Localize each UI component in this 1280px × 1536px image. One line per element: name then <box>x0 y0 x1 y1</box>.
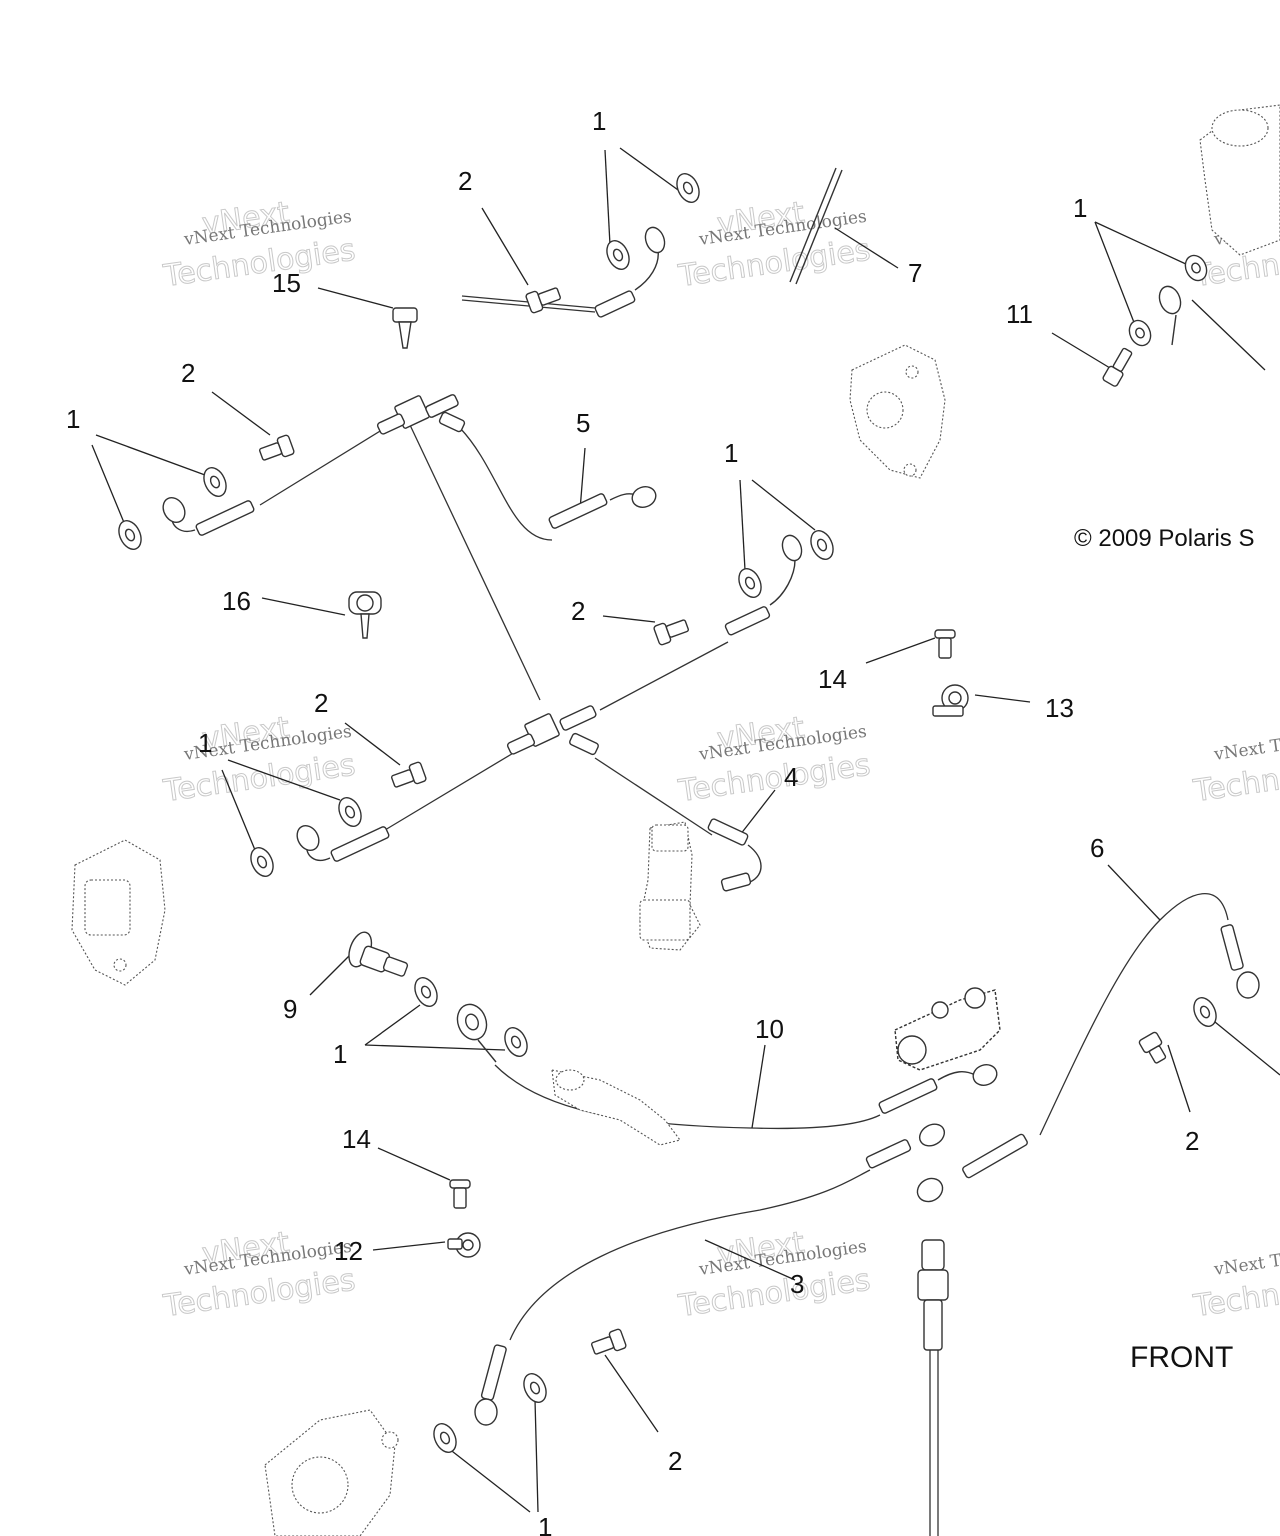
copyright-notice: © 2009 Polaris S <box>1074 525 1254 552</box>
washer[interactable] <box>115 517 146 553</box>
tee-fitting-upper[interactable] <box>376 394 466 435</box>
svg-text:vNext Technologies: vNext Technologies <box>1212 722 1280 765</box>
hose-fitting[interactable] <box>724 533 805 636</box>
watermark: vNext Technologies Technologies <box>1190 722 1280 810</box>
hose-fitting[interactable] <box>1156 283 1184 346</box>
watermarks: vNext vNext Technologies Technologies vN… <box>160 195 1280 1325</box>
callout-1: 1 <box>333 1039 347 1069</box>
svg-text:vNext Technologies: vNext Technologies <box>1212 1237 1280 1280</box>
callout-1: 1 <box>724 438 738 468</box>
push-rivet[interactable] <box>934 629 956 659</box>
watermark: vNext vNext Technologies Technologies <box>675 1225 873 1325</box>
hose-fitting[interactable] <box>548 483 658 529</box>
callout-4: 4 <box>784 762 798 792</box>
callout-15: 15 <box>272 268 301 298</box>
screw[interactable] <box>392 307 418 349</box>
banjo-bolt[interactable] <box>390 761 427 791</box>
banjo-bolt[interactable] <box>525 284 562 314</box>
brake-line-rod[interactable] <box>789 167 843 285</box>
hose-fitting[interactable] <box>913 1133 1028 1206</box>
callout-9: 9 <box>283 994 297 1024</box>
washer[interactable] <box>335 794 366 830</box>
banjo-bolt[interactable] <box>590 1328 627 1358</box>
callout-1: 1 <box>1073 193 1087 223</box>
washer[interactable] <box>501 1024 532 1060</box>
callout-7: 7 <box>908 258 922 288</box>
hose-fitting[interactable] <box>159 494 255 536</box>
callout-6: 6 <box>1090 833 1104 863</box>
master-cylinder-upper <box>1199 104 1280 256</box>
hose-fitting[interactable] <box>707 818 762 892</box>
callout-2: 2 <box>1185 1126 1199 1156</box>
callout-13: 13 <box>1045 693 1074 723</box>
callout-12: 12 <box>334 1236 363 1266</box>
banjo-bolt[interactable] <box>653 616 690 646</box>
hose-fitting[interactable] <box>865 1120 949 1169</box>
proportioning-valve <box>639 821 701 951</box>
tee-fitting-lower[interactable] <box>506 705 600 756</box>
washers <box>115 170 1221 1456</box>
hose-fitting[interactable] <box>453 1000 497 1063</box>
junction-block <box>894 987 1001 1071</box>
washer[interactable] <box>520 1370 551 1406</box>
callout-2: 2 <box>314 688 328 718</box>
banjo-bolt[interactable] <box>1102 346 1135 387</box>
callout-2: 2 <box>458 166 472 196</box>
callout-16: 16 <box>222 586 251 616</box>
washer[interactable] <box>1125 317 1154 349</box>
washer[interactable] <box>807 527 838 563</box>
bleeder-valve[interactable] <box>345 929 414 983</box>
brake-switch <box>917 1239 949 1351</box>
washer[interactable] <box>247 844 278 880</box>
watermark: vNext vNext Technologies Technologies <box>160 195 358 295</box>
brake-lines <box>259 295 1229 1536</box>
callout-labels: 1 2 15 7 2 1 5 1 16 2 14 13 2 1 4 6 9 1 … <box>66 106 1199 1536</box>
push-rivet[interactable] <box>449 1179 471 1209</box>
hose-fittings <box>159 225 1260 1426</box>
washer[interactable] <box>200 464 231 500</box>
hose-fitting[interactable] <box>474 1344 507 1426</box>
hose-clamp[interactable] <box>447 1232 481 1258</box>
callout-2: 2 <box>571 596 585 626</box>
watermark: vNext vNext Technologies Technologies <box>160 1225 358 1325</box>
hose-fitting[interactable] <box>878 1061 999 1114</box>
washer[interactable] <box>411 974 442 1010</box>
brake-caliper-bottom <box>264 1409 399 1536</box>
callout-1: 1 <box>198 728 212 758</box>
callout-10: 10 <box>755 1014 784 1044</box>
washer[interactable] <box>735 565 766 601</box>
callout-5: 5 <box>576 408 590 438</box>
hose-clip[interactable] <box>348 591 382 639</box>
callout-14: 14 <box>342 1124 371 1154</box>
hose-clamp[interactable] <box>932 684 969 717</box>
brake-caliper-upper <box>849 344 946 479</box>
banjo-bolt[interactable] <box>258 434 295 464</box>
banjo-bolt[interactable] <box>1138 1031 1169 1065</box>
washer[interactable] <box>430 1420 461 1456</box>
brake-caliper-left <box>71 839 166 986</box>
callout-2: 2 <box>668 1446 682 1476</box>
washer[interactable] <box>1181 252 1210 284</box>
callout-2: 2 <box>181 358 195 388</box>
washer[interactable] <box>673 170 704 206</box>
watermark: vNext Technologies Technologies <box>1190 1237 1280 1325</box>
banjo-bolts <box>258 284 1169 1358</box>
hose-fitting[interactable] <box>293 822 390 862</box>
washer[interactable] <box>603 237 634 273</box>
callout-3: 3 <box>790 1269 804 1299</box>
washer[interactable] <box>1190 994 1221 1030</box>
callout-1: 1 <box>592 106 606 136</box>
callout-1: 1 <box>538 1512 552 1536</box>
callout-11: 11 <box>1006 299 1033 329</box>
leader-lines <box>91 147 1280 1513</box>
callout-14: 14 <box>818 664 847 694</box>
master-cylinder-rear <box>551 1069 681 1146</box>
hose-fitting[interactable] <box>594 225 668 318</box>
front-direction-label: FRONT <box>1130 1341 1233 1374</box>
callout-1: 1 <box>66 404 80 434</box>
hose-fitting[interactable] <box>1220 924 1260 999</box>
watermark: vNext vNext Technologies Technologies <box>675 710 873 810</box>
watermark: vNext vNext Technologies Technologies <box>675 195 873 295</box>
